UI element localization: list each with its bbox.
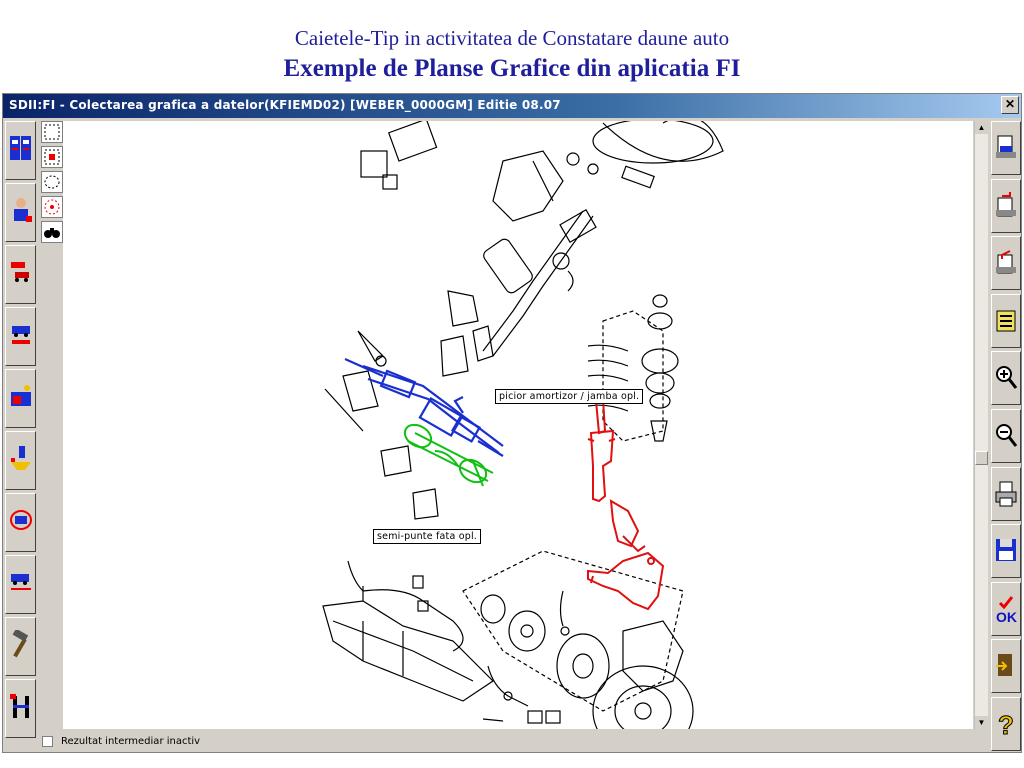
chassis-icon (10, 694, 29, 718)
car-parts-icon (11, 574, 31, 590)
print-button[interactable] (991, 466, 1021, 521)
rect-select-icon (44, 124, 60, 140)
save-button[interactable] (991, 524, 1021, 579)
part-select-button[interactable] (41, 146, 63, 168)
person-tool-button[interactable] (5, 183, 36, 242)
import-icon (996, 250, 1016, 274)
damage-area-icon (10, 510, 32, 530)
slide-title: Exemple de Planse Grafice din aplicatia … (283, 55, 741, 82)
damage-area-tool-button[interactable] (5, 493, 36, 552)
paint-icon (11, 446, 31, 470)
paint-tool-button[interactable] (5, 431, 36, 490)
scroll-up-arrow[interactable]: ▲ (975, 121, 988, 134)
car-keys-icon (11, 262, 29, 282)
export-button[interactable] (991, 178, 1021, 233)
exploded-parts-diagram (322, 121, 724, 729)
slide-header: Caietele-Tip in activitatea de Constatar… (0, 0, 1024, 92)
checkmark-icon (998, 595, 1014, 609)
ok-button[interactable]: OK (991, 581, 1021, 636)
binoculars-button[interactable] (41, 221, 63, 243)
slide-subtitle: Caietele-Tip in activitatea de Constatar… (294, 26, 730, 50)
car-info-tool-button[interactable] (5, 307, 36, 366)
garage-icon (11, 385, 31, 406)
import-button[interactable] (991, 236, 1021, 291)
part-select-icon (44, 149, 60, 165)
garage-tool-button[interactable] (5, 369, 36, 428)
target-select-button[interactable] (41, 196, 63, 218)
zoom-in-button[interactable] (991, 351, 1021, 406)
hammer-icon (12, 630, 29, 658)
target-icon (44, 199, 60, 215)
car-parts-tool-button[interactable] (5, 555, 36, 614)
exit-door-icon (996, 654, 1012, 677)
window-title: SDII:FI - Colectarea grafica a datelor(K… (9, 98, 561, 112)
print-preview-icon (996, 135, 1016, 158)
scroll-down-arrow[interactable]: ▼ (975, 716, 988, 729)
scroll-thumb[interactable] (975, 451, 988, 465)
svg-text:?: ? (998, 710, 1014, 738)
document-tool-button[interactable] (5, 121, 36, 180)
ok-label: OK (996, 608, 1017, 625)
half-axle-label[interactable]: semi-punte fata opl. (373, 529, 482, 544)
lasso-select-button[interactable] (41, 171, 63, 193)
zoom-out-icon (996, 423, 1018, 447)
close-icon: ✕ (1004, 97, 1016, 111)
notes-icon (996, 310, 1016, 332)
exploded-view-canvas[interactable]: picior amortizor / jamba opl. semi-punte… (63, 121, 973, 729)
selection-toolbar (41, 121, 63, 247)
help-button[interactable]: ? (991, 696, 1021, 751)
rect-select-button[interactable] (41, 121, 63, 143)
binoculars-icon (44, 228, 60, 238)
right-toolbar: OK ? (991, 121, 1021, 751)
print-preview-button[interactable] (991, 121, 1021, 175)
status-bar: Rezultat intermediar inactiv (39, 733, 973, 751)
vertical-scrollbar[interactable]: ▲ ▼ (974, 121, 988, 729)
close-button[interactable]: ✕ (1001, 96, 1019, 114)
printer-icon (995, 481, 1017, 507)
title-bar[interactable]: SDII:FI - Colectarea grafica a datelor(K… (3, 94, 1021, 118)
zoom-in-icon (996, 366, 1018, 390)
shock-absorber-label[interactable]: picior amortizor / jamba opl. (495, 389, 644, 404)
app-window: SDII:FI - Colectarea grafica a datelor(K… (2, 93, 1022, 753)
person-icon (14, 198, 32, 222)
status-text: Rezultat intermediar inactiv (61, 736, 201, 747)
help-question-icon: ? (998, 710, 1015, 738)
floppy-disk-icon (996, 539, 1016, 562)
export-icon (996, 191, 1016, 217)
zoom-out-button[interactable] (991, 408, 1021, 463)
chassis-tool-button[interactable] (5, 679, 36, 738)
left-toolbar (5, 121, 38, 745)
notes-button[interactable] (991, 293, 1021, 348)
lasso-icon (44, 175, 60, 189)
keys-car-tool-button[interactable] (5, 245, 36, 304)
hammer-tool-button[interactable] (5, 617, 36, 676)
exit-button[interactable] (991, 639, 1021, 694)
intermediate-result-checkbox[interactable] (42, 736, 53, 747)
document-icon (10, 136, 31, 160)
car-icon (12, 326, 30, 344)
